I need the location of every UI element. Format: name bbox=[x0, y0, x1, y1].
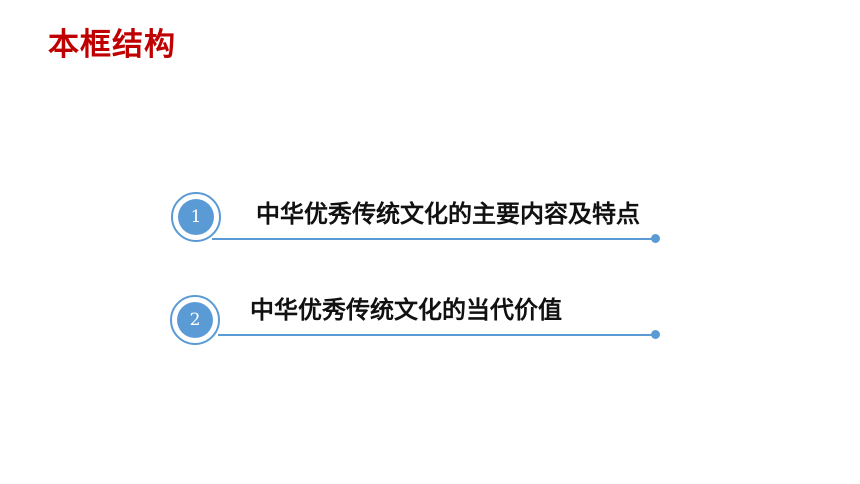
rule-end-dot-1 bbox=[651, 234, 660, 243]
number-badge-2-label: 2 bbox=[177, 302, 213, 338]
number-badge-1: 1 bbox=[171, 192, 221, 242]
outline-item-2: 2 中华优秀传统文化的当代价值 bbox=[0, 288, 860, 358]
rule-end-dot-2 bbox=[651, 330, 660, 339]
number-badge-1-label: 1 bbox=[178, 199, 214, 235]
underline-rule-2 bbox=[218, 334, 656, 336]
outline-item-1-label: 中华优秀传统文化的主要内容及特点 bbox=[256, 200, 640, 228]
outline-item-2-label: 中华优秀传统文化的当代价值 bbox=[250, 296, 562, 324]
number-badge-2: 2 bbox=[170, 295, 220, 345]
slide-title: 本框结构 bbox=[48, 27, 176, 63]
underline-rule-1 bbox=[212, 238, 656, 240]
outline-item-1: 1 中华优秀传统文化的主要内容及特点 bbox=[0, 182, 860, 252]
